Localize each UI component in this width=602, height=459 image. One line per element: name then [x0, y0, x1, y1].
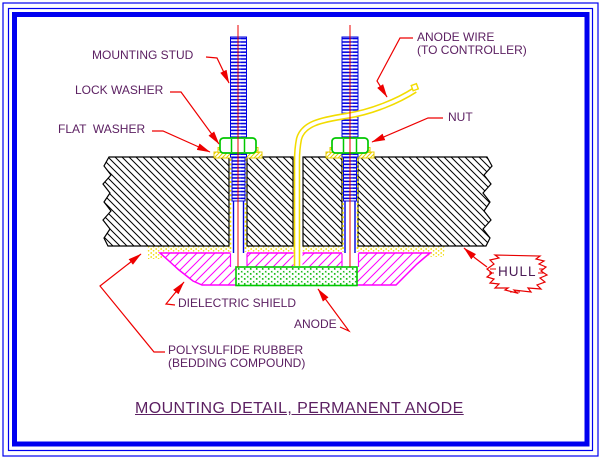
- wire-terminal: [410, 82, 420, 92]
- label-flat-washer: FLAT WASHER: [58, 122, 146, 136]
- leader-lock-washer: [170, 91, 220, 145]
- border-inner-frame: [12, 12, 590, 447]
- hull-plate-mid-right: [302, 156, 343, 247]
- hull-plates: [102, 156, 493, 247]
- label-polysulfide-line2: (BEDDING COMPOUND): [168, 356, 306, 370]
- label-anode-wire-line1: ANODE WIRE: [417, 30, 495, 44]
- drawing-title: MOUNTING DETAIL, PERMANENT ANODE: [135, 400, 464, 417]
- anode-wire-path: [293, 82, 420, 266]
- leader-polysulfide: [99, 253, 165, 353]
- hull-plate-mid-left: [246, 156, 294, 247]
- label-hull: HULL: [498, 264, 537, 279]
- label-lock-washer: LOCK WASHER: [75, 83, 164, 97]
- label-polysulfide-line1: POLYSULFIDE RUBBER: [168, 343, 304, 357]
- stud-centerlines: [237, 25, 351, 267]
- label-nut: NUT: [448, 110, 473, 124]
- leader-mounting-stud: [205, 56, 230, 84]
- leader-hull: [463, 247, 488, 268]
- label-anode-wire-line2: (TO CONTROLLER): [417, 43, 527, 57]
- leader-anode-wire: [376, 37, 413, 98]
- leader-anode: [317, 288, 351, 333]
- label-anode: ANODE: [294, 317, 337, 331]
- label-mounting-stud: MOUNTING STUD: [92, 48, 194, 62]
- hull-plate-right: [357, 156, 493, 247]
- leader-lines: [99, 37, 488, 353]
- hull-plate-left: [102, 156, 230, 247]
- leader-flat-washer: [152, 130, 211, 153]
- border-middle-line: [7, 7, 594, 452]
- leader-nut: [371, 117, 443, 143]
- anode-shape: [235, 266, 358, 287]
- leader-dielectric-shield: [164, 281, 185, 306]
- hull-cloud: [485, 254, 549, 295]
- label-dielectric-shield: DIELECTRIC SHIELD: [178, 296, 297, 310]
